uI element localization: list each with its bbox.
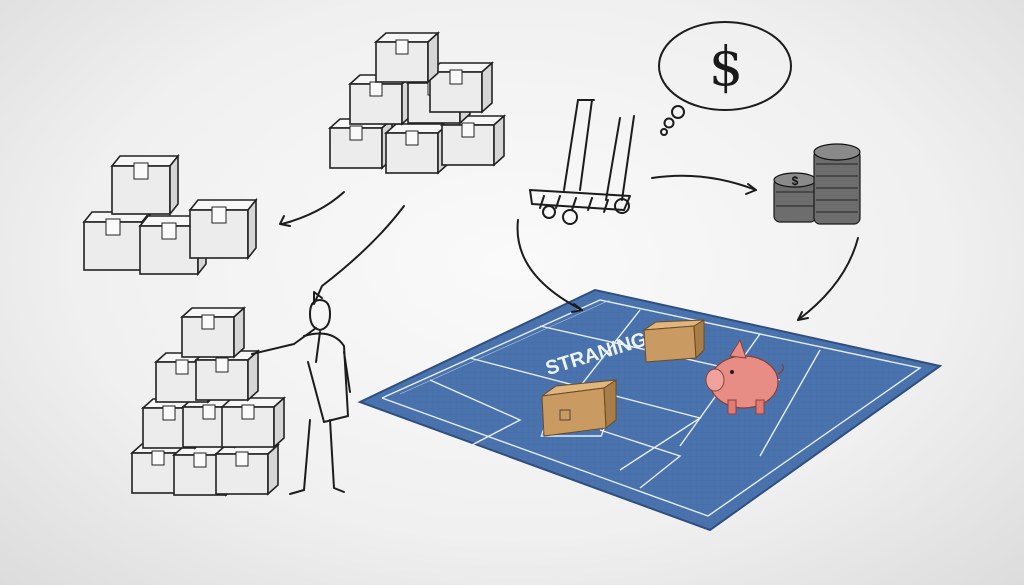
worker-figure — [251, 299, 351, 495]
coin-stacks-icon: $ — [773, 143, 861, 225]
box-stack-worker — [131, 307, 285, 496]
cardboard-box-large — [541, 379, 617, 437]
flow-arrows — [279, 174, 859, 321]
box-group-left — [83, 155, 257, 275]
dollar-sign-icon: $ — [709, 35, 743, 98]
box-pyramid-top — [329, 32, 505, 174]
thought-bubble: $ — [658, 21, 792, 136]
blueprint-floor-plan: STRANING — [357, 288, 943, 532]
hand-truck-icon — [529, 99, 635, 225]
cardboard-box-small — [642, 319, 705, 363]
coin-symbol: $ — [792, 174, 799, 188]
piggy-bank-icon — [705, 338, 785, 415]
